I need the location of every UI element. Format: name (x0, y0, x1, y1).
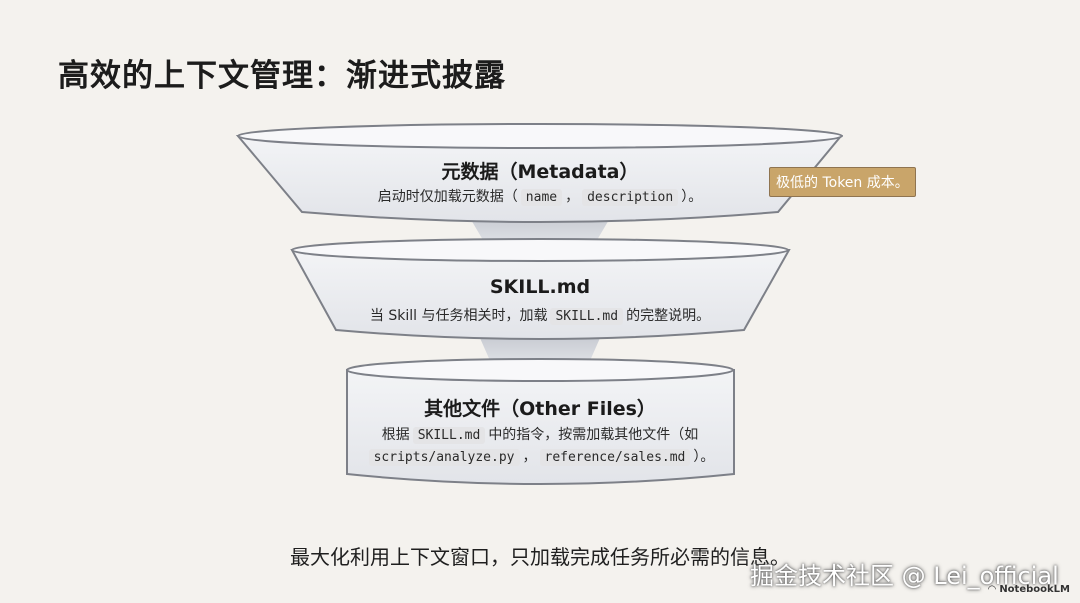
brand-label: NotebookLM (999, 584, 1070, 595)
desc-text: ）。 (681, 189, 703, 205)
code-skill-md: SKILL.md (550, 308, 624, 325)
desc-text: 当 Skill 与任务相关时，加载 (369, 308, 548, 324)
funnel-tier-skill (290, 238, 791, 340)
desc-separator: ， (522, 449, 537, 465)
desc-text: 中的指令，按需加载其他文件（如 (488, 427, 699, 443)
code-reference-path: reference/sales.md (539, 449, 691, 466)
tier-metadata-heading: 元数据（Metadata） (441, 161, 639, 183)
tier-skill-heading: SKILL.md (489, 276, 591, 298)
token-cost-note: 极低的 Token 成本。 (769, 167, 916, 197)
code-name: name (520, 189, 563, 206)
page-title: 高效的上下文管理：渐进式披露 (58, 58, 506, 94)
watermark: 掘金技术社区 @ Lei_official (750, 562, 1059, 590)
notebooklm-icon: ◠ (988, 584, 996, 595)
desc-separator: ， (565, 189, 580, 205)
desc-text: ）。 (693, 449, 715, 465)
desc-text: 启动时仅加载元数据（ (377, 189, 518, 205)
tier-metadata-desc: 启动时仅加载元数据（name，description）。 (0, 186, 1080, 206)
tier-other-files-desc-line2: scripts/analyze.py，reference/sales.md）。 (0, 446, 1080, 466)
summary-caption: 最大化利用上下文窗口，只加载完成任务所必需的信息。 (290, 545, 790, 569)
funnel-tier-metadata (235, 123, 844, 223)
code-scripts-path: scripts/analyze.py (368, 449, 520, 466)
code-description: description (582, 189, 679, 206)
tier-other-files-heading: 其他文件（Other Files） (424, 398, 656, 420)
code-skill-md: SKILL.md (412, 427, 486, 444)
desc-text: 根据 (381, 427, 410, 443)
desc-text: 的完整说明。 (626, 308, 711, 324)
notebooklm-logo: ◠ NotebookLM (988, 584, 1070, 595)
